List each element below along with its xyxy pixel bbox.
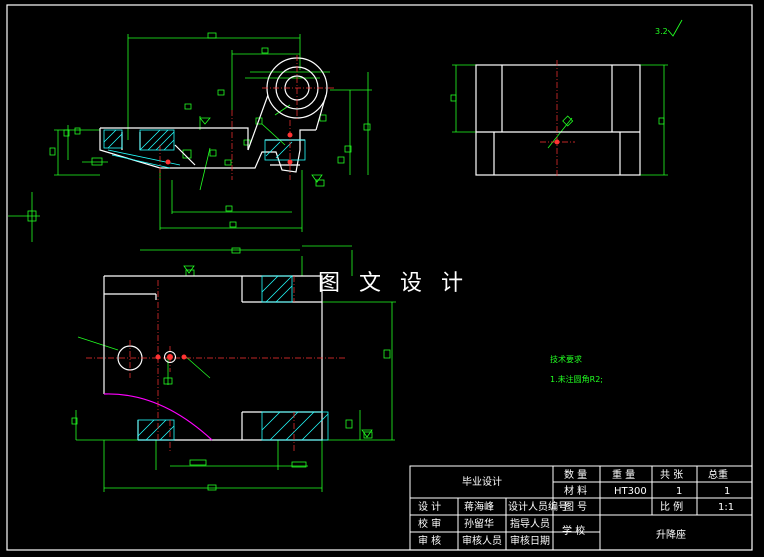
school-label: 学 校 [562,524,585,537]
checker-name: 孙留华 [464,517,494,530]
left-center-mark [8,192,40,242]
checker-label: 校 审 [418,517,441,530]
material-value: HT300 [614,486,647,497]
scale-value: 1:1 [718,502,734,513]
top-view [71,245,396,492]
student-id-label: 设计人员编号 [508,500,568,513]
project-name: 毕业设计 [462,475,502,488]
material-label: 材 料 [564,484,587,497]
roughness-symbol-top: 3.2 [655,19,683,37]
weight-label: 重 量 [612,468,635,481]
review-label: 审 核 [418,534,441,547]
front-view [49,32,372,232]
part-name: 升降座 [656,528,686,541]
drawing-no-label: 图 号 [564,501,587,513]
quantity-label: 数 量 [564,468,587,481]
sheet-border [6,4,753,551]
quantity-value: 1 [676,486,682,497]
side-view [450,60,668,178]
tech-notes-title: 技术要求 [550,354,582,364]
advisor-label: 指导人员 [510,517,550,530]
review-date-label: 审核日期 [510,534,550,547]
reviewer-label: 审核人员 [462,534,502,547]
title-block [409,465,753,551]
sheet-label: 共 张 [660,469,683,481]
watermark-text: 图 文 设 计 [318,271,469,296]
designer-label: 设 计 [418,500,441,513]
svg-text:3.2: 3.2 [655,27,668,36]
scale-label: 比 例 [660,500,683,513]
total-weight-label: 总重 [708,468,728,481]
quantity-value-2: 1 [724,486,730,497]
designer-name: 蒋海峰 [464,500,494,513]
tech-notes-item: 1.未注圆角R2; [550,374,603,384]
